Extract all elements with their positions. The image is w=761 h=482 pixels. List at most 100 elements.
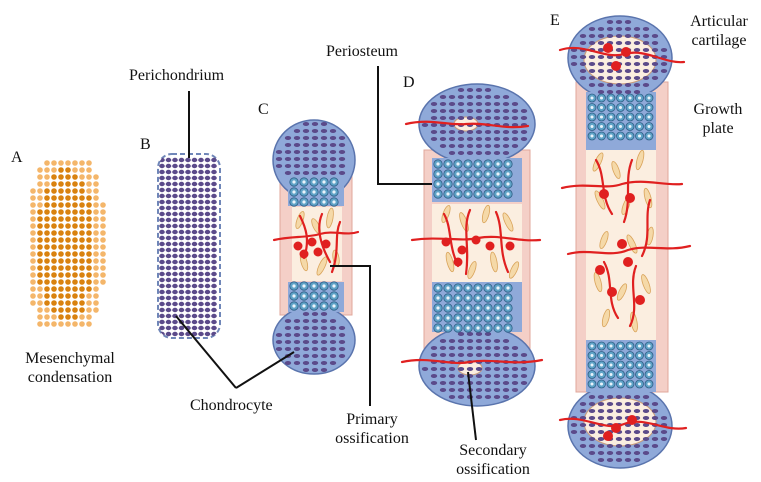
mesenchymal-cell [79,160,85,166]
chondrocyte-cell [485,374,491,378]
mesenchymal-cell [51,160,57,166]
chondrocyte-cell [643,34,649,38]
mesenchymal-cell [58,174,64,180]
chondrocyte-cell [172,182,178,186]
chondrocyte-cell [598,416,604,420]
mesenchymal-cell [58,321,64,327]
chondrocyte-cell [205,332,211,336]
chondrocyte-cell [166,164,172,168]
chondrocyte-cell [589,437,595,441]
chondrocyte-cell [172,326,178,330]
chondrocyte-cell [625,458,631,462]
chondrocyte-cell [205,272,211,276]
chondrocyte-cell [431,346,437,350]
mesenchymal-cell [44,174,50,180]
chondrocyte-cell [521,109,527,113]
chondrocyte-cell [494,151,500,155]
chondrocyte-cell [172,230,178,234]
mesenchymal-cell [79,314,85,320]
chondrocyte-cell [476,339,482,343]
chondrocyte-cell [166,158,172,162]
chondrocyte-cell [205,230,211,234]
chondrocyte-cell [185,248,191,252]
chondrocyte-cell [485,339,491,343]
chondrocyte-cell [476,346,482,350]
chondrocyte-cell [294,136,300,140]
chondrocyte-cell [192,254,198,258]
chondrocyte-cell [192,218,198,222]
chondrocyte-leader-c [236,352,294,388]
chondrocyte-cell [179,218,185,222]
chondrocyte-cell [643,27,649,31]
chondrocyte-cell [494,95,500,99]
mesenchymal-cell [30,251,36,257]
primary-line-2: ossification [330,429,414,448]
mesenchymal-cell [72,181,78,187]
chondrocyte-cell [571,55,577,59]
mesenchymal-cell [58,188,64,194]
chondrocyte-cell [211,254,217,258]
chondrocyte-cell [198,212,204,216]
chondrocyte-cell [467,137,473,141]
chondrocyte-cell [179,206,185,210]
chondrocyte-cell [159,314,165,318]
mesenchymal-cell [65,167,71,173]
chondrocyte-cell [159,218,165,222]
chondrocyte-cell [661,62,667,66]
chondrocyte-cell [449,367,455,371]
mesenchymal-cell [100,279,106,285]
osteoblast-cell [308,238,317,247]
chondrocyte-cell [449,95,455,99]
chondrocyte-cell [205,158,211,162]
chondrocyte-cell [312,361,318,365]
chondrocyte-cell [159,230,165,234]
chondrocyte-cell [172,254,178,258]
chondrocyte-cell [476,367,482,371]
chondrocyte-cell [616,27,622,31]
stage-label-b: B [140,136,151,154]
chondrocyte-cell [185,164,191,168]
chondrocyte-cell [179,188,185,192]
mesenchymal-cell [30,230,36,236]
mesenchymal-cell [79,223,85,229]
mesenchymal-cell [72,188,78,194]
chondrocyte-cell [485,381,491,385]
chondrocyte-cell [503,367,509,371]
mesenchymal-cell [93,244,99,250]
chondrocyte-cell [312,354,318,358]
chondrocyte-cell [172,224,178,228]
mesenchymal-cell [65,181,71,187]
chondrocyte-cell [321,150,327,154]
chondrocyte-cell [179,182,185,186]
chondrocyte-cell [440,381,446,385]
chondrocyte-cell [294,150,300,154]
mesenchymal-cell [100,230,106,236]
mesenchymal-cell [72,223,78,229]
mesenchymal-cell [93,307,99,313]
chondrocyte-cell [198,158,204,162]
chondrocyte-cell [449,130,455,134]
chondrocyte-cell [172,284,178,288]
chondrocyte-cell [458,367,464,371]
chondrocyte-cell [494,346,500,350]
chondrocyte-cell [159,248,165,252]
chondrocyte-cell [312,136,318,140]
chondrocyte-cell [330,143,336,147]
chondrocyte-cell [339,326,345,330]
mesenchymal-cell [93,258,99,264]
chondrocyte-cell [185,230,191,234]
chondrocyte-cell [192,224,198,228]
mesenchymal-cell [37,195,43,201]
chondrocyte-cell [634,430,640,434]
chondrocyte-cell [192,170,198,174]
chondrocyte-cell [192,272,198,276]
mesenchymal-cell [44,195,50,201]
chondrocyte-cell [607,27,613,31]
chondrocyte-cell [172,170,178,174]
chondrocyte-cell [205,212,211,216]
chondrocyte-cell [661,430,667,434]
chondrocyte-cell [571,62,577,66]
chondrocyte-cell [616,437,622,441]
primary-line-1: Primary [330,410,414,429]
chondrocyte-cell [179,224,185,228]
